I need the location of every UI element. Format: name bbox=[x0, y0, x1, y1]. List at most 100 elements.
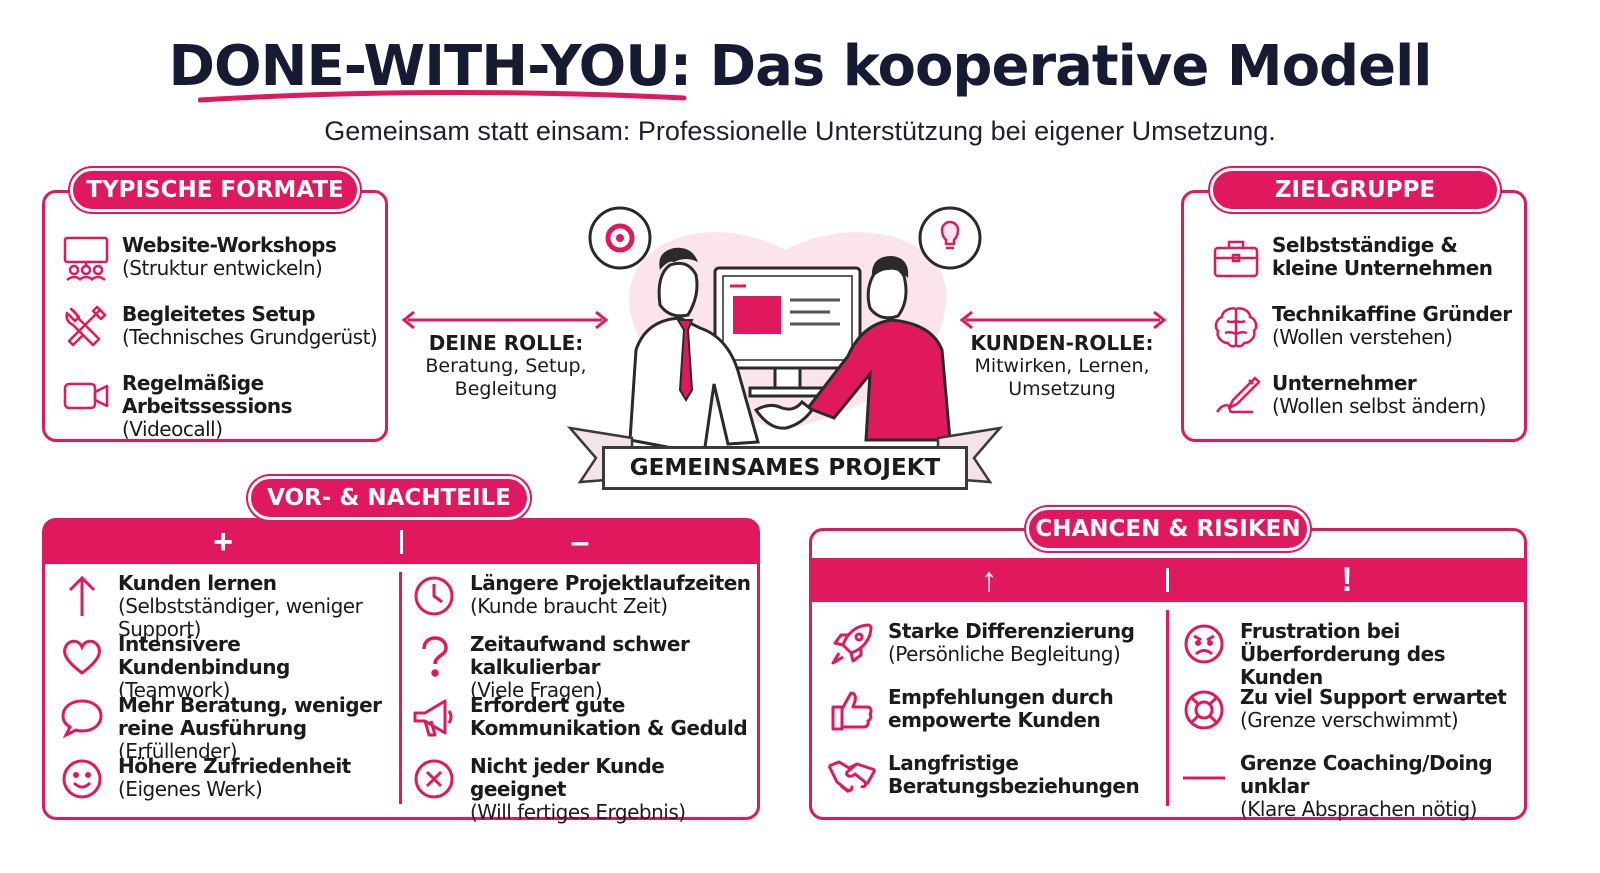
pro-sub: (Selbstständiger, weniger Support) bbox=[118, 594, 363, 641]
risk-bold: Frustration bei Überforderung des Kunden bbox=[1240, 619, 1446, 689]
smiley-icon bbox=[56, 755, 108, 803]
con-bold: Nicht jeder Kunde geeignet bbox=[470, 754, 665, 801]
con-bold: Längere Projektlaufzeiten bbox=[470, 571, 751, 595]
con-bold: Erfordert gute Kommunikation & Geduld bbox=[470, 693, 748, 740]
tools-icon bbox=[60, 303, 112, 351]
zielgruppe-item-sub: (Wollen selbst ändern) bbox=[1272, 394, 1486, 418]
x-circle-icon bbox=[408, 755, 460, 803]
zielgruppe-item-gruender: Technikaffine Gründer(Wollen verstehen) bbox=[1210, 303, 1520, 351]
formate-item-sub: (Videocall) bbox=[122, 417, 223, 441]
chance-item: Empfehlungen durch empowerte Kunden bbox=[826, 686, 1162, 734]
con-sub: (Kunde braucht Zeit) bbox=[470, 594, 668, 618]
formate-label: TYPISCHE FORMATE bbox=[70, 168, 360, 212]
title-rest: Das kooperative Modell bbox=[691, 34, 1433, 99]
warn-symbol: ! bbox=[1341, 561, 1353, 599]
pro-item: Kunden lernen(Selbstständiger, weniger S… bbox=[56, 572, 396, 641]
chance-bold: Langfristige Beratungsbeziehungen bbox=[888, 751, 1140, 798]
briefcase-icon bbox=[1210, 234, 1262, 282]
zielgruppe-item-sub: (Wollen verstehen) bbox=[1272, 325, 1453, 349]
pro-sub: (Teamwork) bbox=[118, 678, 230, 702]
handshake-icon bbox=[826, 752, 878, 800]
lifebuoy-icon bbox=[1178, 686, 1230, 734]
risk-sub: (Klare Absprachen nötig) bbox=[1240, 797, 1477, 821]
kunden-rolle-line2: Umsetzung bbox=[1008, 378, 1116, 400]
rocket-icon bbox=[826, 620, 878, 668]
page-subtitle: Gemeinsam statt einsam: Professionelle U… bbox=[324, 116, 1276, 146]
pro-bold: Intensivere Kundenbindung bbox=[118, 632, 290, 679]
formate-item-bold: Begleitetes Setup bbox=[122, 302, 316, 326]
pro-item: Höhere Zufriedenheit(Eigenes Werk) bbox=[56, 755, 396, 803]
vornach-label: VOR- & NACHTEILE bbox=[248, 476, 530, 520]
con-item: Nicht jeder Kunde geeignet(Will fertiges… bbox=[408, 755, 758, 824]
collaboration-illustration bbox=[566, 206, 1004, 484]
heart-icon bbox=[56, 633, 108, 681]
chance-bold: Empfehlungen durch empowerte Kunden bbox=[888, 685, 1114, 732]
chancen-label: CHANCEN & RISIKEN bbox=[1026, 507, 1310, 551]
chancen-header-band: ↑ ! bbox=[811, 558, 1525, 602]
chance-bold: Starke Differenzierung bbox=[888, 619, 1135, 643]
band-divider bbox=[400, 530, 403, 554]
arrow-right-double-icon bbox=[959, 310, 1167, 330]
question-icon bbox=[408, 633, 460, 681]
pro-bold: Höhere Zufriedenheit bbox=[118, 754, 351, 778]
formate-item-sessions: Regelmäßige Arbeitssessions (Videocall) bbox=[60, 372, 380, 441]
kunden-rolle-line1: Mitwirken, Lernen, bbox=[974, 355, 1150, 377]
con-item: Zeitaufwand schwer kalkulierbar(Viele Fr… bbox=[408, 633, 758, 702]
deine-rolle-line1: Beratung, Setup, bbox=[425, 355, 587, 377]
zielgruppe-panel bbox=[1181, 190, 1527, 442]
formate-item-workshops: Website-Workshops(Struktur entwickeln) bbox=[60, 234, 380, 282]
pro-sub: (Erfüllender) bbox=[118, 739, 238, 763]
workshop-icon bbox=[60, 234, 112, 282]
chance-item: Langfristige Beratungsbeziehungen bbox=[826, 752, 1162, 800]
plus-symbol: + bbox=[213, 523, 233, 561]
vornach-divider bbox=[399, 572, 402, 804]
arrow-up-icon bbox=[56, 572, 108, 620]
zielgruppe-item-unternehmer: Unternehmer(Wollen selbst ändern) bbox=[1210, 372, 1520, 420]
pro-item: Mehr Beratung, weniger reine Ausführung … bbox=[56, 694, 396, 763]
page-title: DONE-WITH-YOU: Das kooperative Modell bbox=[0, 34, 1600, 99]
risk-sub: (Grenze verschwimmt) bbox=[1240, 708, 1459, 732]
kunden-rolle-title: KUNDEN-ROLLE: bbox=[970, 331, 1154, 355]
zielgruppe-item-bold: Unternehmer bbox=[1272, 371, 1417, 395]
risk-bold: Zu viel Support erwartet bbox=[1240, 685, 1507, 709]
brain-icon bbox=[1210, 303, 1262, 351]
con-item: Längere Projektlaufzeiten(Kunde braucht … bbox=[408, 572, 758, 620]
video-icon bbox=[60, 372, 112, 420]
formate-item-sub: (Technisches Grundgerüst) bbox=[122, 325, 378, 349]
arrow-left-double-icon bbox=[401, 310, 609, 330]
formate-item-sub: (Struktur entwickeln) bbox=[122, 256, 323, 280]
pen-hand-icon bbox=[1210, 372, 1262, 420]
zielgruppe-item-bold: Technikaffine Gründer bbox=[1272, 302, 1512, 326]
con-sub: (Viele Fragen) bbox=[470, 678, 603, 702]
risk-item: Grenze Coaching/Doing unklar(Klare Abspr… bbox=[1178, 752, 1523, 821]
minus-symbol: – bbox=[570, 523, 590, 561]
vornach-header-band: + – bbox=[44, 520, 758, 564]
zielgruppe-item-selbststaendige: Selbstständige & kleine Unternehmen bbox=[1210, 234, 1520, 282]
band-divider bbox=[1166, 568, 1169, 592]
line-icon bbox=[1178, 752, 1230, 800]
pro-item: Intensivere Kundenbindung(Teamwork) bbox=[56, 633, 396, 702]
formate-item-setup: Begleitetes Setup(Technisches Grundgerüs… bbox=[60, 303, 380, 351]
risk-bold: Grenze Coaching/Doing unklar bbox=[1240, 751, 1493, 798]
chance-item: Starke Differenzierung(Persönliche Begle… bbox=[826, 620, 1162, 668]
title-underline-decoration bbox=[198, 89, 687, 103]
deine-rolle-line2: Begleitung bbox=[454, 378, 558, 400]
title-highlight: DONE-WITH-YOU: bbox=[168, 34, 692, 99]
pro-bold: Kunden lernen bbox=[118, 571, 277, 595]
risk-item: Frustration bei Überforderung des Kunden bbox=[1178, 620, 1523, 689]
zielgruppe-label: ZIELGRUPPE bbox=[1210, 168, 1500, 212]
pro-sub: (Eigenes Werk) bbox=[118, 777, 263, 801]
formate-item-bold: Website-Workshops bbox=[122, 233, 337, 257]
chancen-divider bbox=[1166, 610, 1169, 806]
shared-project-banner: GEMEINSAMES PROJEKT bbox=[602, 446, 968, 490]
clock-icon bbox=[408, 572, 460, 620]
deine-rolle-title: DEINE ROLLE: bbox=[428, 331, 584, 355]
formate-item-bold: Regelmäßige Arbeitssessions bbox=[122, 371, 293, 418]
con-item: Erfordert gute Kommunikation & Geduld bbox=[408, 694, 758, 742]
angry-face-icon bbox=[1178, 620, 1230, 668]
risk-item: Zu viel Support erwartet(Grenze verschwi… bbox=[1178, 686, 1523, 734]
thumbs-up-icon bbox=[826, 686, 878, 734]
deine-rolle: DEINE ROLLE: Beratung, Setup, Begleitung bbox=[418, 332, 594, 401]
zielgruppe-item-bold: Selbstständige & kleine Unternehmen bbox=[1272, 233, 1493, 280]
megaphone-icon bbox=[408, 694, 460, 742]
